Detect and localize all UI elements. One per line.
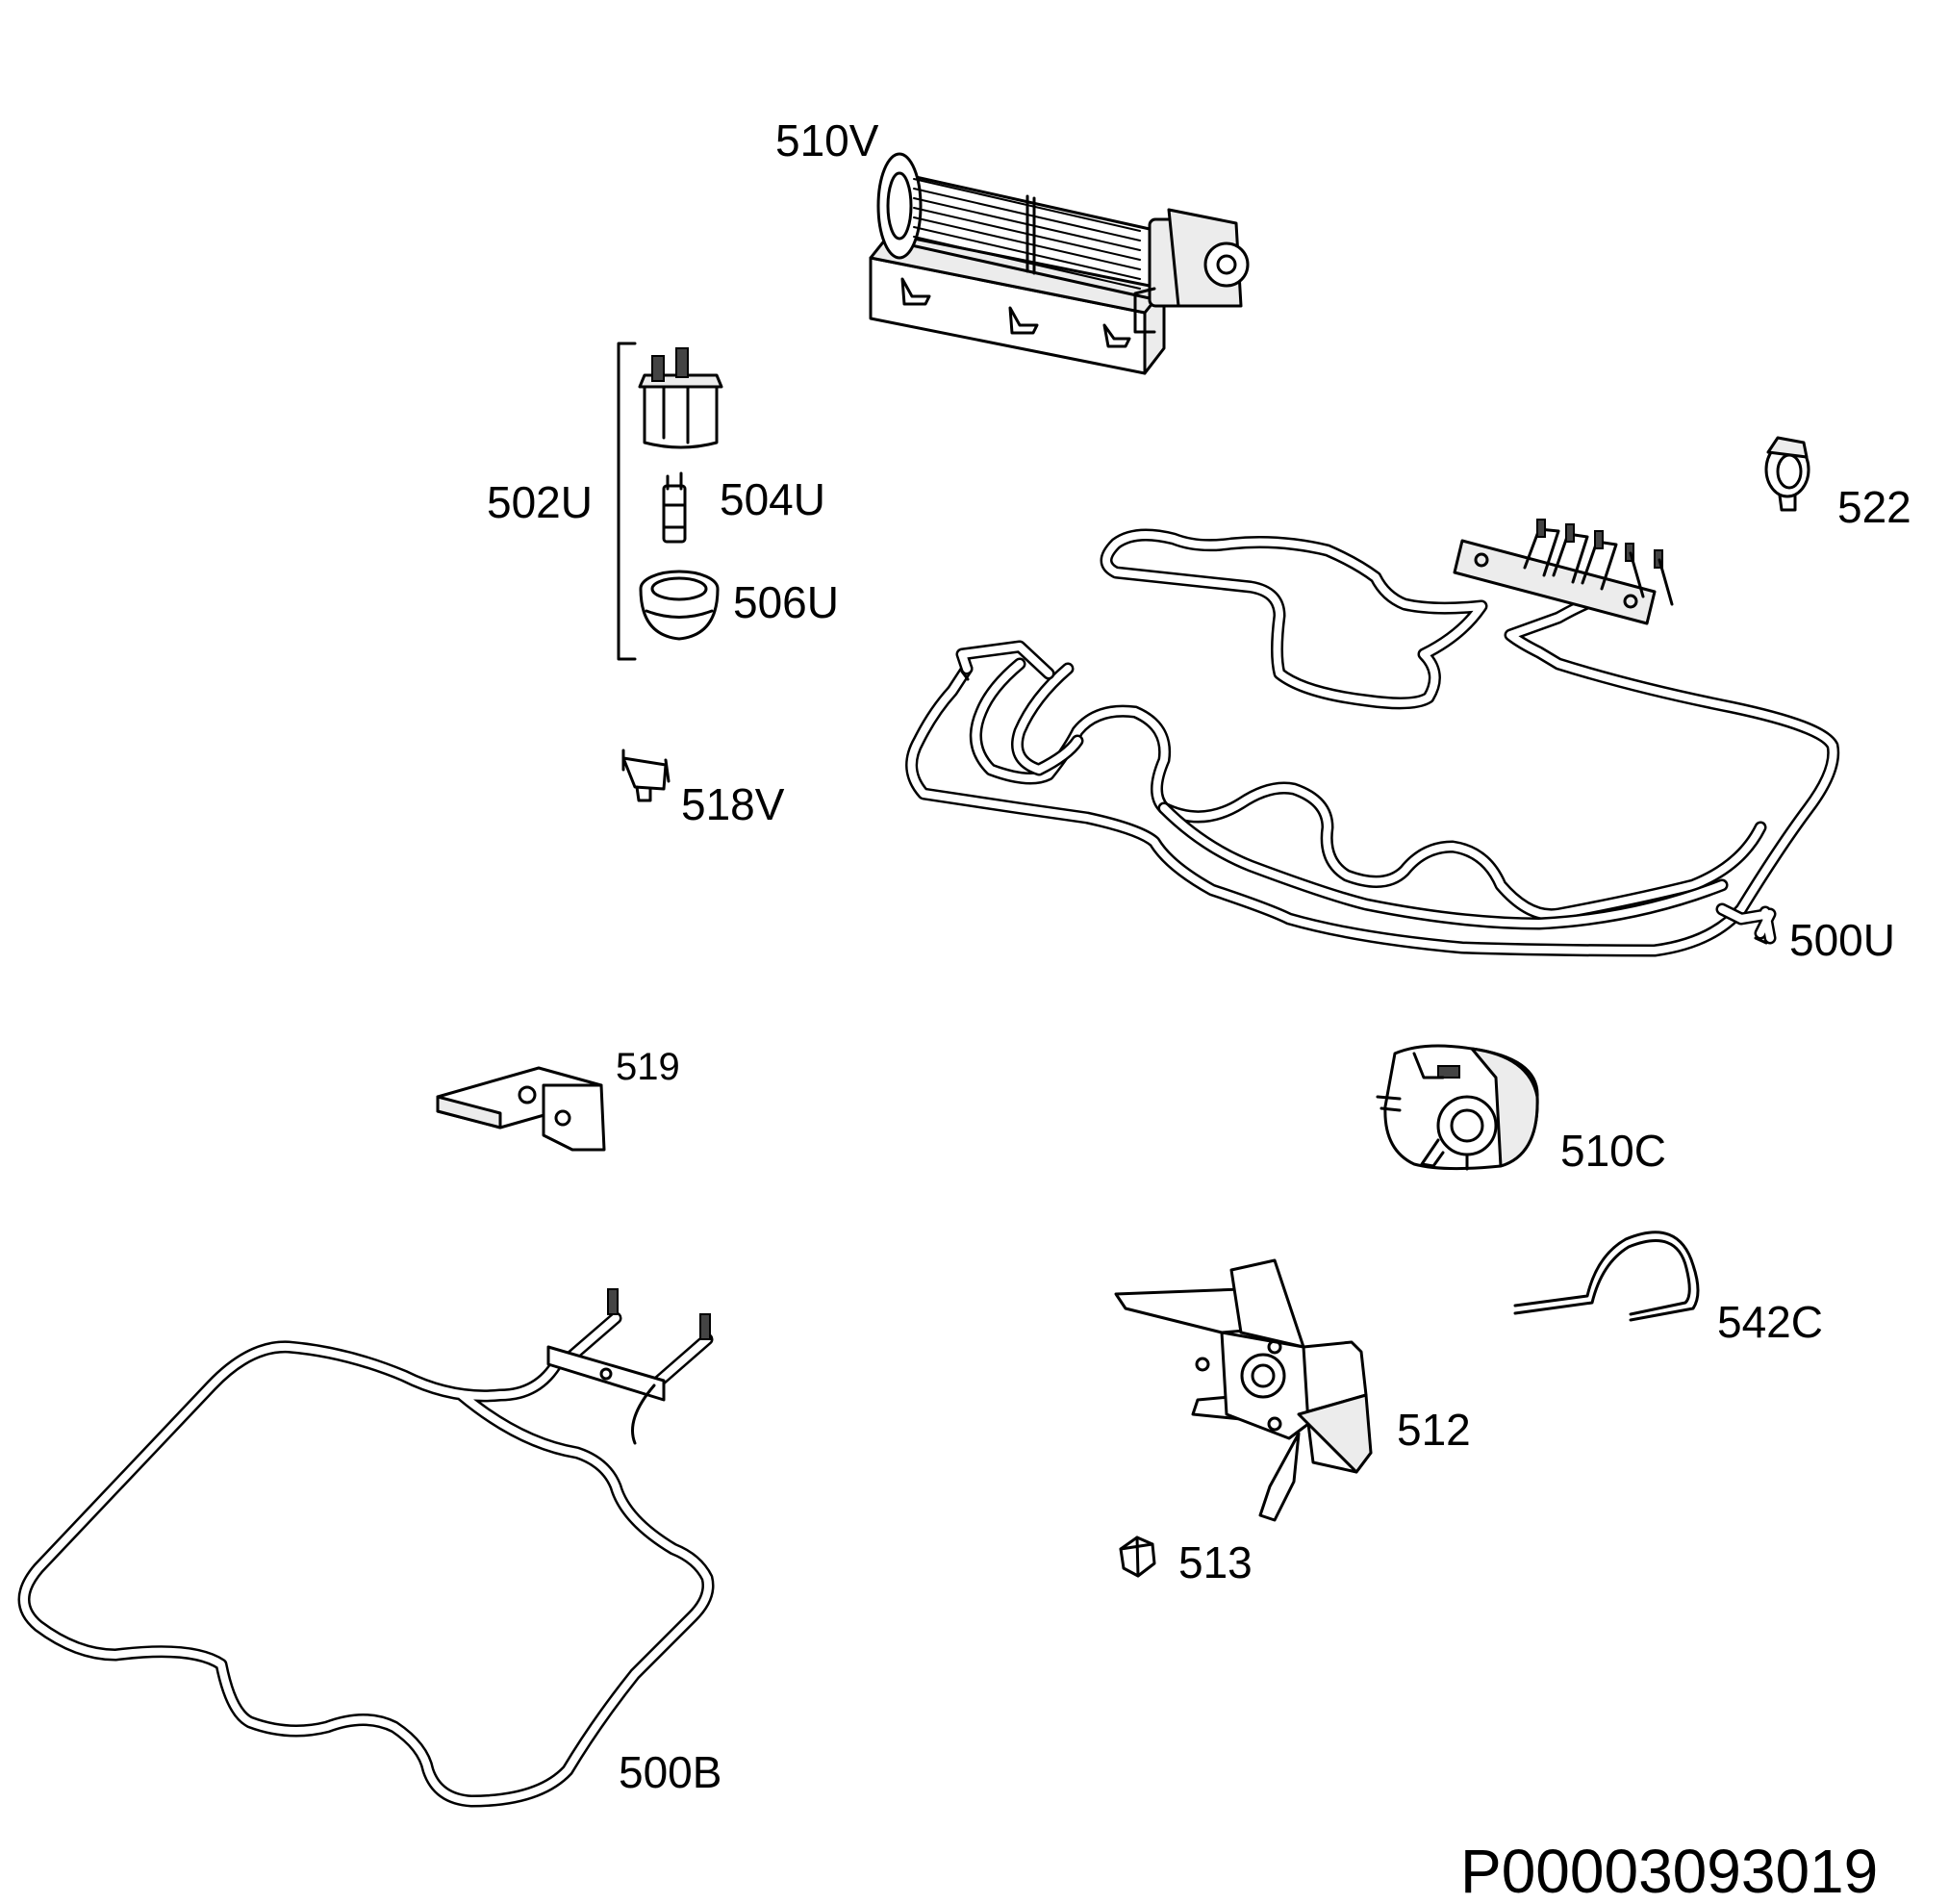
part-542C-spring-clip — [1513, 1231, 1700, 1322]
label-519: 519 — [616, 1046, 680, 1088]
part-512-fan-blade — [1114, 1258, 1373, 1522]
label-513: 513 — [1178, 1537, 1253, 1587]
part-510C-fan-motor — [1376, 1044, 1539, 1171]
part-518V-bracket — [621, 749, 671, 802]
label-542C: 542C — [1717, 1297, 1823, 1347]
label-522: 522 — [1837, 482, 1911, 532]
part-513-nut — [1119, 1536, 1156, 1578]
label-502U: 502U — [487, 477, 593, 527]
part-506U-lamp-cover — [639, 570, 720, 641]
part-522-clip — [1764, 436, 1810, 512]
label-500U: 500U — [1789, 915, 1895, 965]
label-510V: 510V — [775, 115, 879, 165]
group-bracket-502U — [617, 342, 637, 661]
part-519-support-bracket — [436, 1066, 606, 1152]
part-500U-grill-element — [905, 519, 1840, 957]
part-500B-bottom-element — [17, 1288, 715, 1808]
part-504U-terminal — [662, 471, 687, 544]
label-500B: 500B — [619, 1747, 721, 1797]
label-504U: 504U — [720, 474, 825, 524]
label-518V: 518V — [681, 779, 785, 829]
part-510V-cooling-fan — [869, 152, 1250, 375]
label-510C: 510C — [1560, 1126, 1666, 1176]
part-502U-lamp-holder — [638, 347, 723, 449]
drawing-code: P00003093019 — [1460, 1837, 1878, 1904]
label-506U: 506U — [733, 577, 839, 627]
label-512: 512 — [1397, 1405, 1471, 1455]
